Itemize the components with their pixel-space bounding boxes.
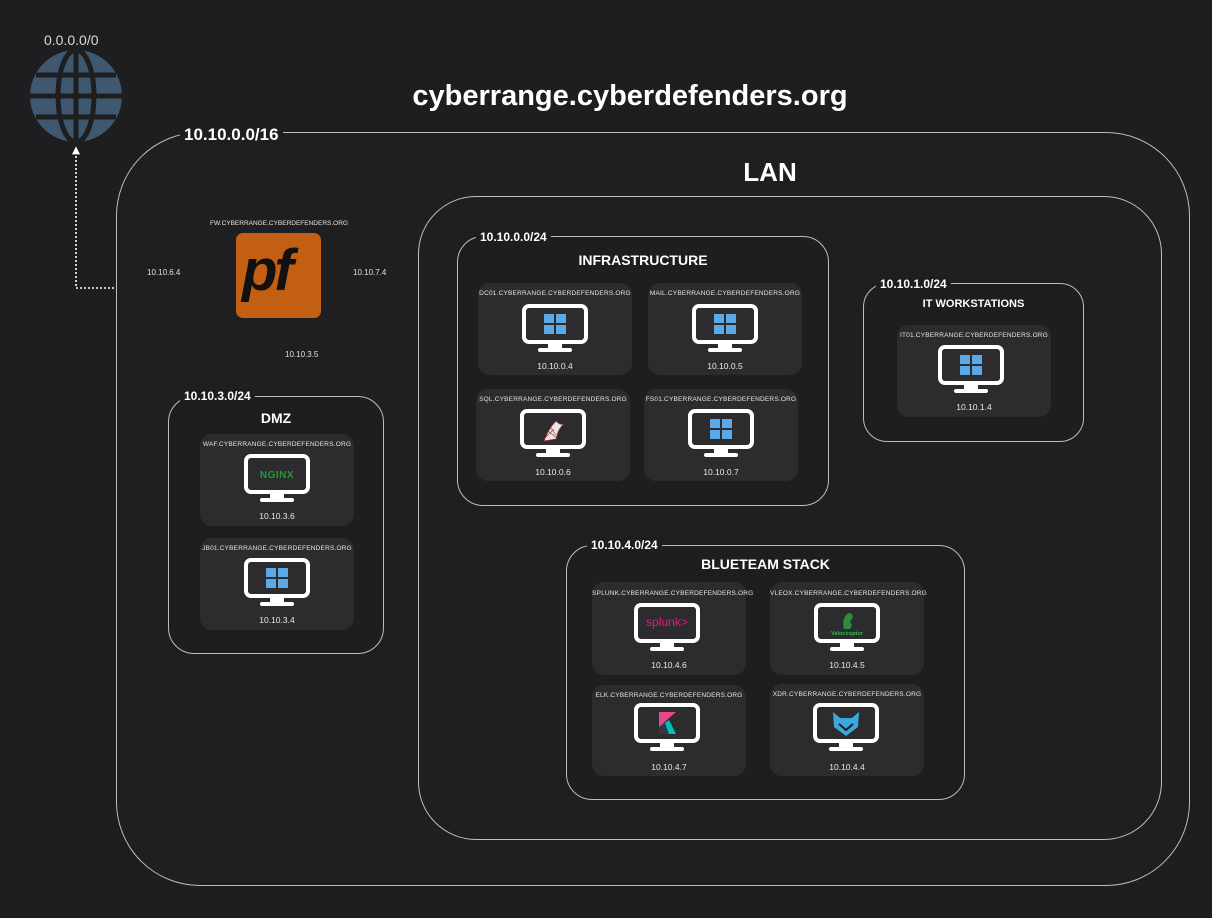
host-ip: 10.10.4.6 (651, 660, 687, 670)
host-card-dc01[interactable]: DC01.CYBERRANGE.CYBERDEFENDERS.ORG 10.10… (478, 283, 632, 375)
host-card-jb01[interactable]: JB01.CYBERRANGE.CYBERDEFENDERS.ORG 10.10… (200, 538, 354, 630)
monitor-icon (634, 603, 700, 651)
nginx-icon: NGINX (259, 470, 295, 481)
host-name: XDR.CYBERRANGE.CYBERDEFENDERS.ORG (772, 691, 922, 698)
site-cidr: 10.10.0.0/16 (180, 125, 283, 145)
pfsense-icon: pf (236, 233, 321, 318)
workstations-cidr: 10.10.1.0/24 (876, 277, 951, 291)
host-card-fs01[interactable]: FS01.CYBERRANGE.CYBERDEFENDERS.ORG 10.10… (644, 389, 798, 481)
site-domain-title: cyberrange.cyberdefenders.org (412, 80, 848, 112)
host-name: MAIL.CYBERRANGE.CYBERDEFENDERS.ORG (649, 290, 801, 297)
host-card-sql[interactable]: SQL.CYBERRANGE.CYBERDEFENDERS.ORG 10.10.… (476, 389, 630, 481)
kibana-icon (634, 703, 700, 751)
infrastructure-title: INFRASTRUCTURE (578, 252, 708, 268)
host-card-vleox[interactable]: VLEOX.CYBERRANGE.CYBERDEFENDERS.ORG Velo… (770, 582, 927, 675)
windows-icon (692, 304, 758, 352)
host-ip: 10.10.0.6 (535, 467, 571, 477)
host-ip: 10.10.0.5 (707, 361, 743, 371)
windows-icon (522, 304, 588, 352)
host-card-mail[interactable]: MAIL.CYBERRANGE.CYBERDEFENDERS.ORG 10.10… (648, 283, 802, 375)
host-name: SPLUNK.CYBERRANGE.CYBERDEFENDERS.ORG (592, 590, 754, 597)
host-card-splunk[interactable]: SPLUNK.CYBERRANGE.CYBERDEFENDERS.ORG spl… (592, 582, 754, 675)
wazuh-icon (813, 703, 879, 751)
host-card-waf[interactable]: WAF.CYBERRANGE.CYBERDEFENDERS.ORG NGINX … (200, 434, 354, 526)
mysql-icon (520, 409, 586, 457)
dmz-cidr: 10.10.3.0/24 (180, 389, 255, 403)
host-ip: 10.10.4.7 (651, 762, 687, 772)
lan-title: LAN (743, 157, 797, 187)
blueteam-title: BLUETEAM STACK (701, 556, 830, 572)
globe-icon (30, 48, 122, 144)
host-ip: 10.10.3.4 (259, 615, 295, 625)
splunk-icon: splunk> (646, 615, 688, 629)
host-ip: 10.10.1.4 (956, 402, 992, 412)
monitor-icon (244, 454, 310, 502)
dmz-ip-label: 10.10.3.5 (285, 350, 319, 359)
host-name: WAF.CYBERRANGE.CYBERDEFENDERS.ORG (202, 441, 352, 448)
host-name: FS01.CYBERRANGE.CYBERDEFENDERS.ORG (645, 396, 797, 403)
host-ip: 10.10.0.7 (703, 467, 739, 477)
blueteam-cidr: 10.10.4.0/24 (587, 538, 662, 552)
wan-ip-label: 10.10.6.4 (147, 268, 181, 277)
host-name: JB01.CYBERRANGE.CYBERDEFENDERS.ORG (202, 545, 352, 552)
host-ip: 10.10.4.5 (829, 660, 865, 670)
monitor-icon (814, 603, 880, 651)
windows-icon (688, 409, 754, 457)
host-name: IT01.CYBERRANGE.CYBERDEFENDERS.ORG (899, 332, 1049, 339)
windows-icon (938, 345, 1004, 393)
infrastructure-cidr: 10.10.0.0/24 (476, 230, 551, 244)
host-ip: 10.10.4.4 (829, 762, 865, 772)
host-ip: 10.10.3.6 (259, 511, 295, 521)
velociraptor-icon: Velociraptor (831, 631, 863, 637)
host-name: DC01.CYBERRANGE.CYBERDEFENDERS.ORG (479, 290, 631, 297)
windows-icon (244, 558, 310, 606)
firewall-host: FW.CYBERRANGE.CYBERDEFENDERS.ORG (210, 220, 348, 227)
workstations-title: IT WORKSTATIONS (922, 298, 1025, 310)
dmz-title: DMZ (260, 410, 292, 426)
host-name: ELK.CYBERRANGE.CYBERDEFENDERS.ORG (595, 692, 743, 699)
internet-label: 0.0.0.0/0 (44, 32, 99, 48)
host-card-xdr[interactable]: XDR.CYBERRANGE.CYBERDEFENDERS.ORG 10.10.… (770, 684, 924, 776)
host-ip: 10.10.0.4 (537, 361, 573, 371)
host-name: VLEOX.CYBERRANGE.CYBERDEFENDERS.ORG (770, 590, 927, 597)
lan-ip-label: 10.10.7.4 (353, 268, 387, 277)
host-name: SQL.CYBERRANGE.CYBERDEFENDERS.ORG (479, 396, 627, 403)
host-card-it01[interactable]: IT01.CYBERRANGE.CYBERDEFENDERS.ORG 10.10… (897, 325, 1051, 417)
host-card-elk[interactable]: ELK.CYBERRANGE.CYBERDEFENDERS.ORG 10.10.… (592, 685, 746, 776)
pfsense-logo: pf (242, 238, 294, 303)
